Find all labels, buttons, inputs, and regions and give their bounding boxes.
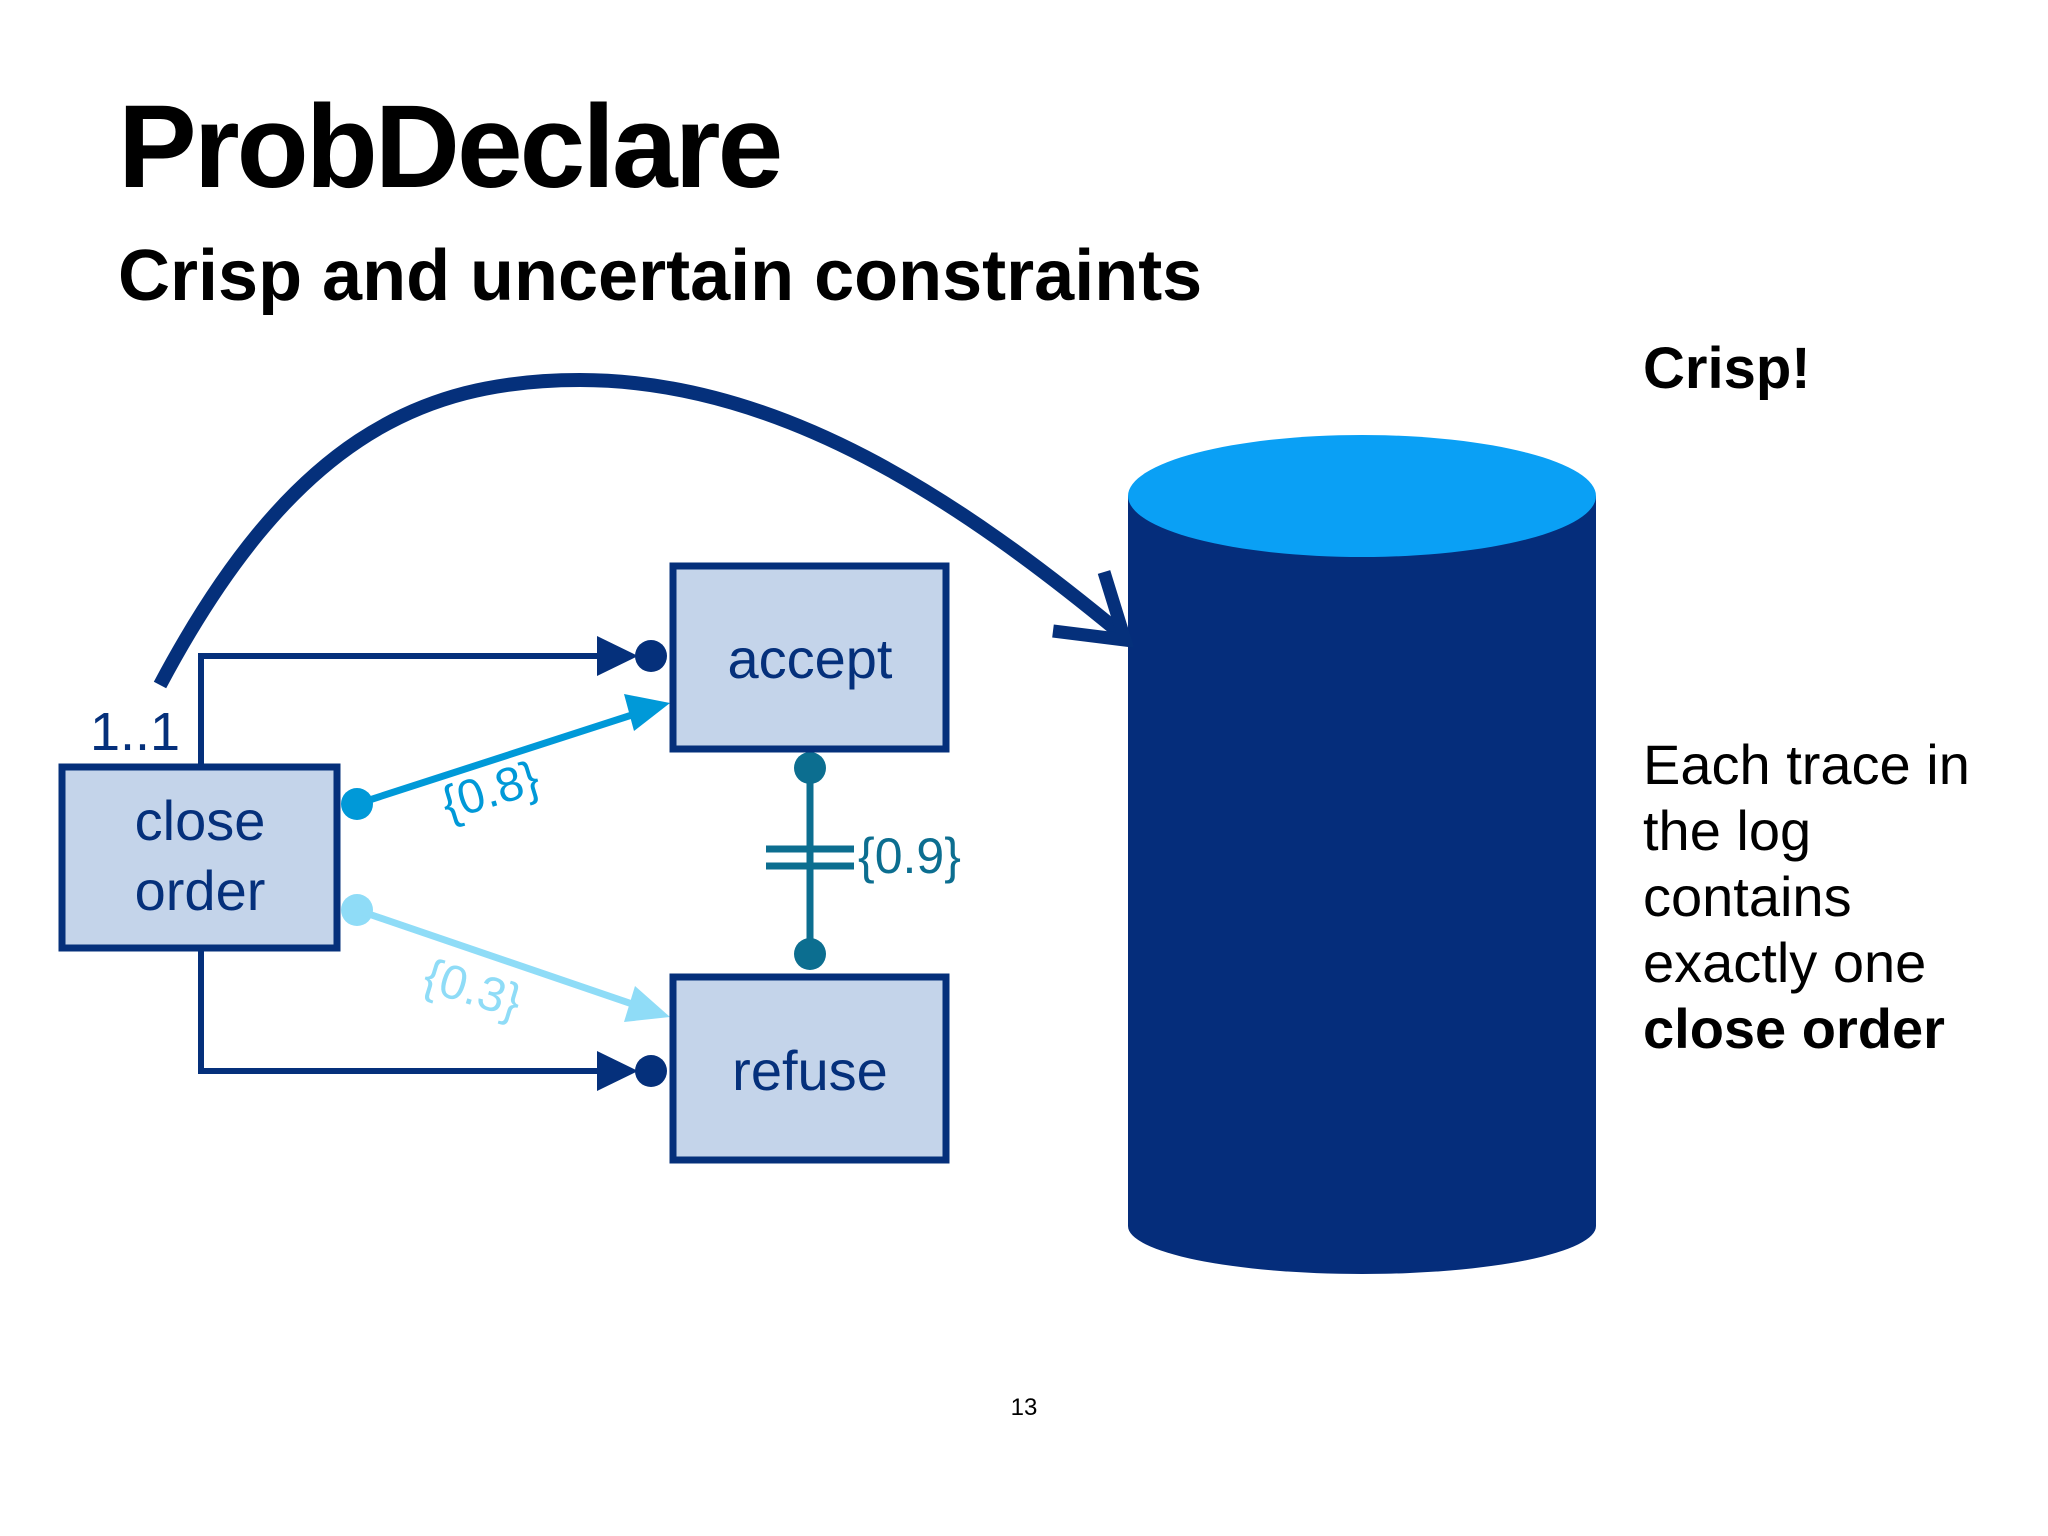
description-line: Each trace in [1643, 733, 1970, 796]
activity-close-order: close order [58, 763, 341, 952]
activity-accept: accept [669, 562, 950, 753]
exclusion-connector: {0.9} [766, 752, 961, 970]
activity-refuse: refuse [669, 973, 950, 1164]
crisp-arrow-head [1052, 570, 1135, 648]
crisp-constraint-arrow [153, 372, 1135, 689]
slide-title: ProbDeclare [118, 81, 783, 213]
response-connector-refuse [198, 950, 667, 1091]
activity-close-order-label-line2: order [135, 859, 266, 922]
description-line: contains [1643, 865, 1852, 928]
description-line: exactly one [1643, 931, 1927, 994]
connector-dot [635, 1055, 667, 1087]
page-number: 13 [1010, 1394, 1038, 1421]
activity-close-order-label-line1: close [135, 789, 266, 852]
constraint-description: Each trace in the log contains exactly o… [1643, 732, 2033, 1062]
cylinder-top [1128, 435, 1596, 557]
crisp-arrow-curve [153, 372, 1130, 689]
slide-subtitle: Crisp and uncertain constraints [118, 236, 1203, 316]
connector-dot [794, 938, 826, 970]
activity-refuse-label: refuse [732, 1039, 888, 1102]
cardinality-label: 1..1 [90, 702, 180, 762]
probabilistic-connector-refuse: {0.3} [341, 894, 670, 1029]
connector-dot [635, 640, 667, 672]
crisp-heading: Crisp! [1643, 336, 1811, 401]
event-log-cylinder [1128, 435, 1596, 1274]
probability-label-exclusion: {0.9} [858, 828, 961, 884]
probabilistic-connector-accept: {0.8} [341, 694, 670, 831]
description-emphasis: close order [1643, 997, 1945, 1060]
description-line: the log [1643, 799, 1812, 862]
probability-label-accept: {0.8} [435, 751, 545, 831]
connector-dot [794, 752, 826, 784]
response-connector-accept [198, 636, 667, 764]
activity-accept-label: accept [728, 627, 893, 690]
cylinder-body [1128, 496, 1596, 1274]
